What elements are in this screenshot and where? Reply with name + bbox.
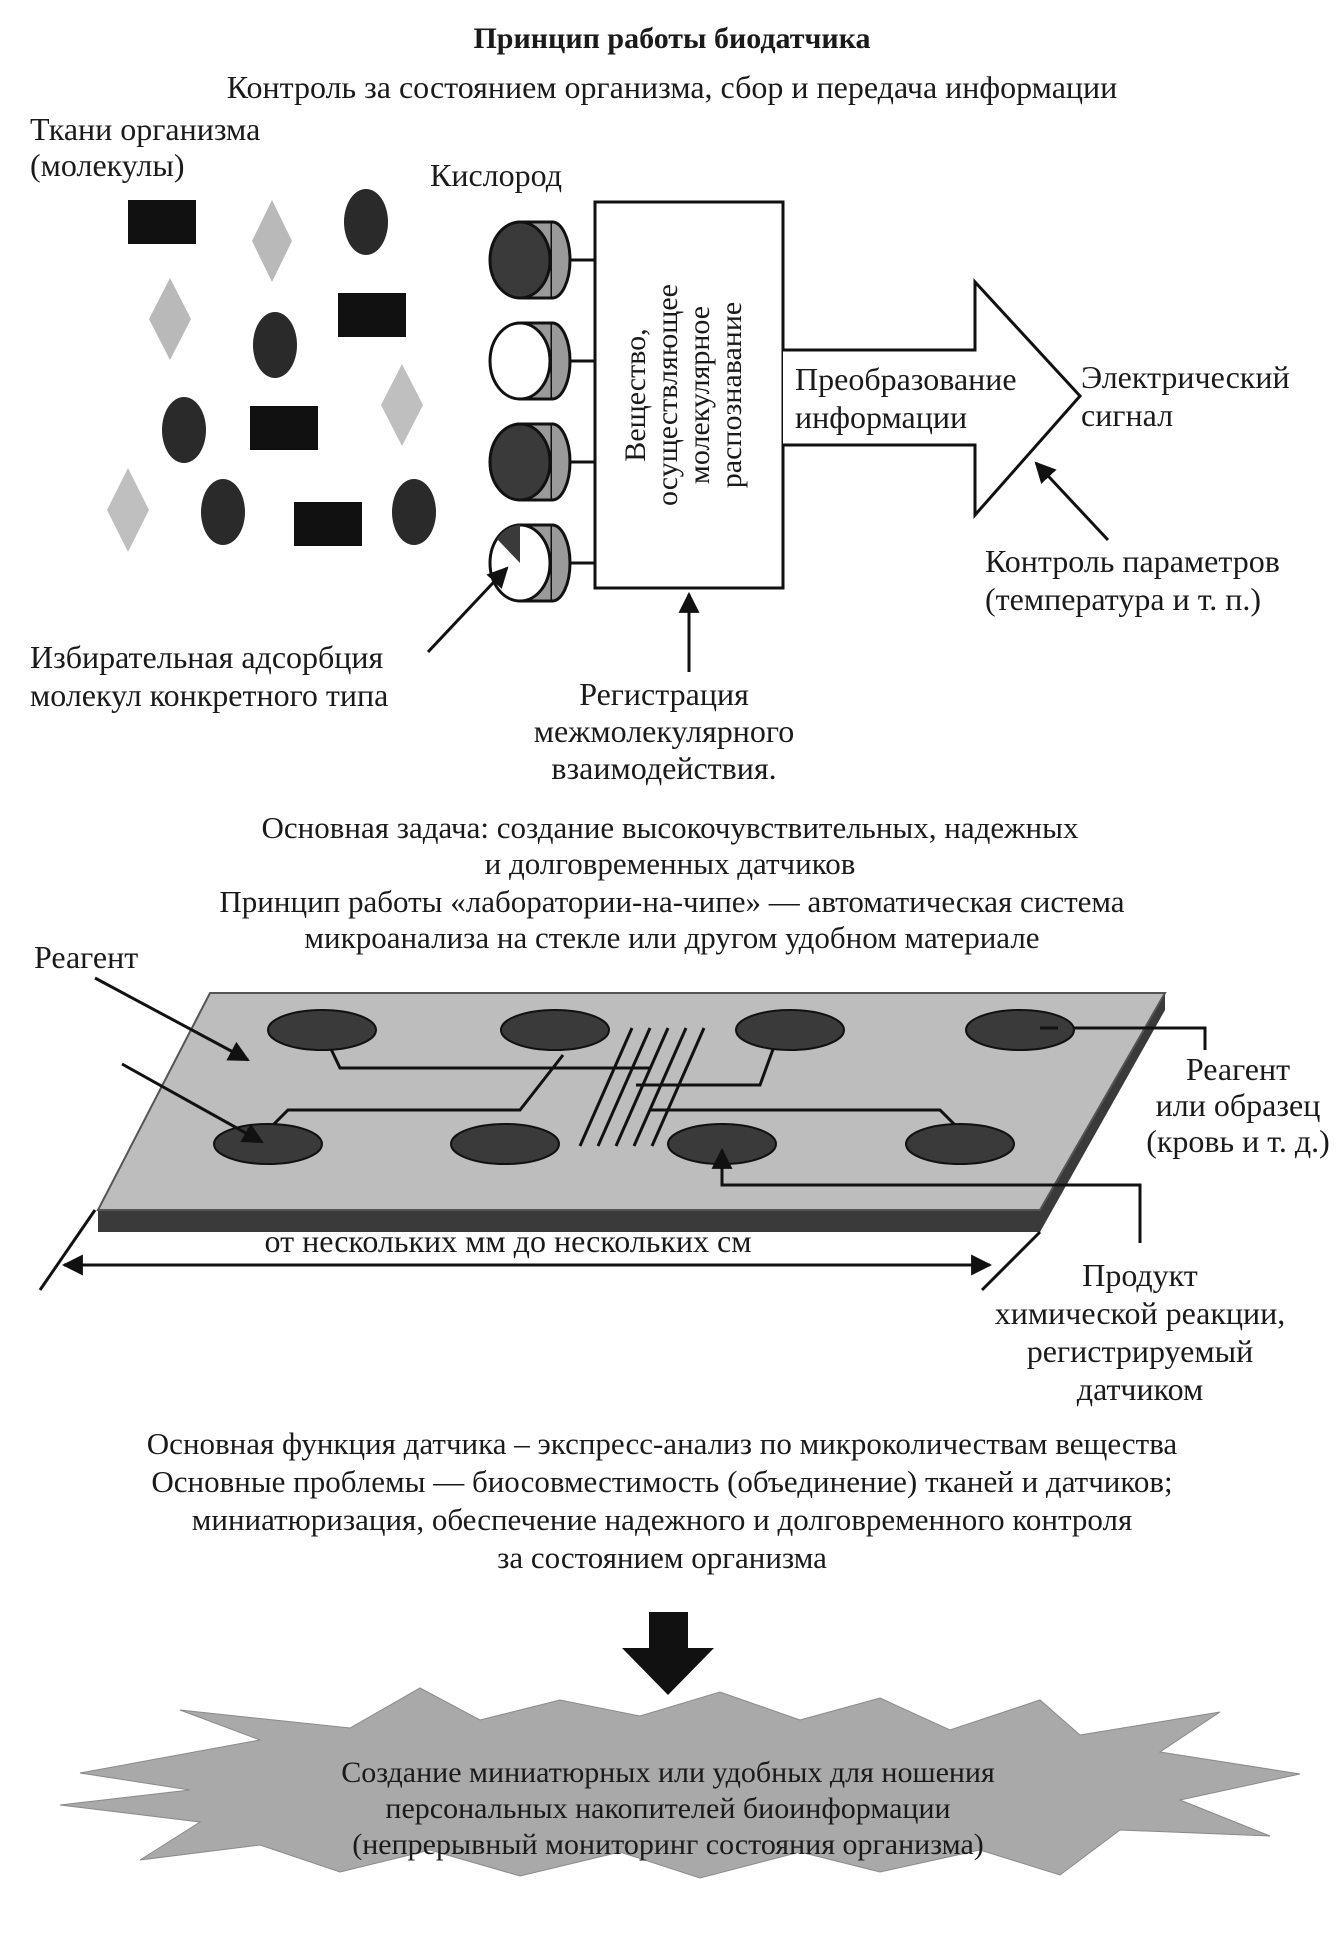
- receptor-cylinders: [488, 220, 595, 603]
- control-label-line1: Контроль параметров: [985, 543, 1280, 579]
- chip-well: [905, 1123, 1015, 1165]
- reagent-sample-label-line3: (кровь и т. д.): [1146, 1123, 1330, 1159]
- tissue-molecules: [107, 189, 436, 552]
- product-label-line3: регистрируемый: [1027, 1333, 1253, 1369]
- molecule-rect: [294, 502, 362, 546]
- registration-label-line3: взаимодействия.: [551, 750, 776, 786]
- adsorption-arrow: [426, 566, 509, 654]
- chip-top: [96, 992, 1167, 1211]
- recognition-box-text: Вещество, осуществляющее молекулярное ра…: [619, 284, 748, 506]
- size-tick-right: [980, 1230, 1042, 1292]
- adsorption-label-line1: Избирательная адсорбция: [30, 639, 384, 675]
- chip-well: [965, 1009, 1075, 1051]
- function-text-line4: за состоянием организма: [497, 1540, 827, 1575]
- chip-well: [213, 1123, 323, 1165]
- molecule-ellipse: [253, 312, 297, 378]
- chip-well: [735, 1009, 845, 1051]
- control-label-line2: (температура и т. п.): [985, 581, 1261, 617]
- task-text-line2: и долговременных датчиков: [485, 846, 856, 881]
- reagent-arrow: [94, 976, 250, 1062]
- size-tick-left: [38, 1209, 97, 1291]
- molecule-ellipse: [201, 479, 245, 545]
- tissue-label-line2: (молекулы): [30, 147, 184, 183]
- tissue-label-line1: Ткани организма: [30, 111, 260, 147]
- lab-on-chip: [96, 992, 1207, 1243]
- molecule-ellipse: [344, 189, 388, 255]
- chip-stripes: [578, 1027, 706, 1147]
- signal-label-line2: сигнал: [1081, 397, 1173, 433]
- task-text-line1: Основная задача: создание высокочувствит…: [262, 810, 1079, 845]
- reagent-sample-label-line2: или образец: [1156, 1087, 1321, 1123]
- down-arrow-icon: [622, 1612, 714, 1695]
- signal-label-line1: Электрический: [1081, 359, 1290, 395]
- molecule-ellipse: [392, 479, 436, 545]
- recognition-box: [593, 200, 785, 590]
- reagent-label: Реагент: [34, 939, 138, 975]
- page-title: Принцип работы биодатчика: [473, 22, 870, 55]
- receptor-cylinder: [488, 523, 595, 603]
- function-text-line3: миниатюризация, обеспечение надежного и …: [192, 1502, 1133, 1537]
- molecule-diamond: [149, 278, 191, 360]
- page-subtitle: Контроль за состоянием организма, сбор и…: [227, 69, 1118, 105]
- chip-well: [267, 1009, 377, 1051]
- result-starburst: [59, 1687, 1301, 1879]
- molecule-rect: [128, 200, 196, 244]
- adsorption-label-line2: молекул конкретного типа: [30, 677, 388, 713]
- registration-label-line2: межмолекулярного: [534, 713, 794, 749]
- result-text-line3: (непрерывный мониторинг состояния органи…: [352, 1828, 984, 1861]
- registration-label-line1: Регистрация: [579, 676, 749, 712]
- product-label-line2: химической реакции,: [995, 1295, 1286, 1331]
- function-text-line1: Основная функция датчика – экспресс-анал…: [147, 1426, 1178, 1461]
- result-text-line1: Создание миниатюрных или удобных для нош…: [341, 1756, 995, 1789]
- receptor-cylinder: [488, 220, 595, 300]
- receptor-cylinder: [488, 321, 595, 401]
- box-label-line3: молекулярное: [683, 306, 716, 484]
- molecule-ellipse: [162, 397, 206, 463]
- box-label-line2: осуществляющее: [651, 284, 684, 506]
- result-text-line2: персональных накопителей биоинформации: [385, 1792, 950, 1825]
- function-text-line2: Основные проблемы — биосовместимость (об…: [151, 1464, 1172, 1499]
- control-arrow: [1034, 461, 1110, 542]
- size-label: от нескольких мм до нескольких см: [265, 1223, 752, 1259]
- molecule-diamond: [107, 468, 149, 552]
- receptor-cylinder: [488, 422, 595, 502]
- box-label-line1: Вещество,: [619, 328, 652, 461]
- arrow-label-line2: информации: [795, 399, 967, 435]
- molecule-diamond: [381, 364, 423, 446]
- molecule-rect: [338, 293, 406, 337]
- task-text-line3: Принцип работы «лаборатории-на-чипе» — а…: [219, 884, 1124, 919]
- product-label-line1: Продукт: [1082, 1257, 1198, 1293]
- task-text-line4: микроанализа на стекле или другом удобно…: [304, 920, 1039, 955]
- oxygen-label: Кислород: [430, 157, 562, 193]
- chip-well: [500, 1009, 610, 1051]
- box-label-line4: распознавание: [715, 302, 748, 488]
- arrow-label-line1: Преобразование: [795, 361, 1017, 397]
- chip-well: [450, 1123, 560, 1165]
- conversion-arrow: [783, 278, 1083, 519]
- reagent-sample-label-line1: Реагент: [1186, 1051, 1290, 1087]
- molecule-diamond: [252, 200, 292, 282]
- molecule-rect: [250, 406, 318, 450]
- reagent-arrow: [121, 1062, 264, 1144]
- product-label-line4: датчиком: [1077, 1371, 1203, 1407]
